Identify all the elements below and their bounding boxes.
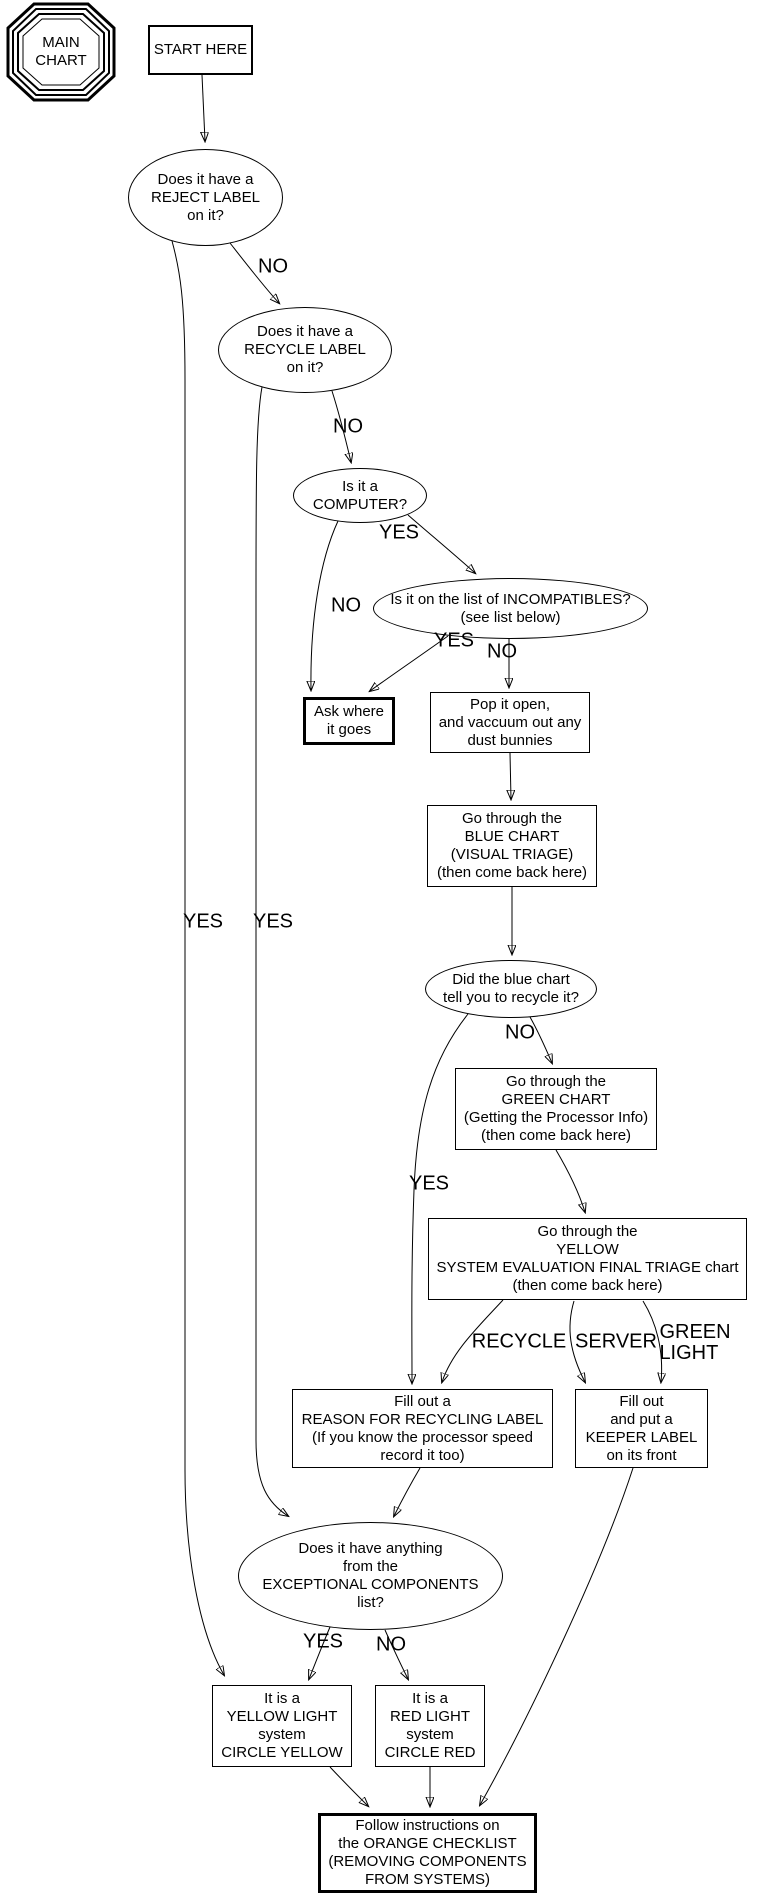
edge-label-blue-yes: YES [408, 1172, 450, 1195]
edge-recycle-yes-to-exceptional [255, 386, 288, 1516]
edge-reject-yes-to-yellow-light [171, 240, 224, 1675]
edge-label-reject-yes: YES [182, 910, 224, 933]
node-reason-for-recycling-label: Fill out a REASON FOR RECYCLING LABEL (I… [292, 1389, 553, 1468]
node-computer-question: Is it a COMPUTER? [293, 468, 427, 523]
node-blue-chart: Go through the BLUE CHART (VISUAL TRIAGE… [427, 805, 597, 887]
edge-yellow-recycle-to-reason [442, 1299, 504, 1382]
edge-label-computer-no: NO [331, 594, 361, 617]
node-blue-chart-question: Did the blue chart tell you to recycle i… [425, 960, 597, 1018]
edge-label-incompatibles-no: NO [487, 640, 517, 663]
edge-label-triage-recycle: RECYCLE [471, 1330, 567, 1353]
node-yellow-triage-chart: Go through the YELLOW SYSTEM EVALUATION … [428, 1218, 747, 1300]
edge-yellow-light-to-orange [329, 1766, 368, 1806]
edge-reject-no-to-recycle [229, 242, 279, 303]
node-pop-it-open: Pop it open, and vaccuum out any dust bu… [430, 692, 590, 753]
edge-label-blue-no: NO [505, 1021, 535, 1044]
edge-blue-no-to-green [529, 1016, 552, 1063]
edge-yellow-server-to-keeper [569, 1300, 585, 1382]
node-ask-where-it-goes: Ask where it goes [303, 697, 395, 745]
node-orange-checklist: Follow instructions on the ORANGE CHECKL… [318, 1813, 537, 1893]
edge-exceptional-no-to-red-light [384, 1629, 408, 1679]
node-green-chart: Go through the GREEN CHART (Getting the … [455, 1068, 657, 1150]
edge-pop-to-blue [510, 752, 511, 799]
edge-blue-yes-to-reason [412, 1013, 469, 1383]
edge-label-triage-server: SERVER [575, 1330, 657, 1353]
edge-keeper-to-orange [480, 1467, 634, 1805]
edge-exceptional-yes-to-yellow-light [309, 1626, 331, 1679]
edge-label-triage-green-light: GREEN LIGHT [659, 1321, 731, 1364]
edge-yellow-green-light-to-keeper [642, 1300, 662, 1382]
node-recycle-label-question: Does it have a RECYCLE LABEL on it? [218, 307, 392, 393]
edge-reason-to-exceptional [394, 1467, 421, 1516]
edge-label-exceptional-yes: YES [302, 1630, 344, 1653]
edge-label-recycle-no: NO [333, 415, 363, 438]
edge-label-incompatibles-yes: YES [433, 629, 475, 652]
edge-computer-no-to-ask [311, 520, 339, 690]
node-incompatibles-question: Is it on the list of INCOMPATIBLES? (see… [373, 578, 648, 639]
node-exceptional-components-question: Does it have anything from the EXCEPTION… [238, 1522, 503, 1630]
node-start-here: START HERE [148, 25, 253, 75]
octagon-shape-icon [6, 2, 116, 102]
edge-green-to-yellow [555, 1149, 585, 1212]
edge-label-reject-no: NO [258, 255, 288, 278]
edge-label-computer-yes: YES [378, 521, 420, 544]
main-chart-label: MAIN CHART [35, 34, 87, 69]
edge-label-exceptional-no: NO [376, 1633, 406, 1656]
node-main-chart: MAIN CHART [4, 2, 118, 102]
node-reject-label-question: Does it have a REJECT LABEL on it? [128, 149, 283, 246]
edge-incompatibles-yes-to-ask [370, 635, 449, 691]
edge-recycle-no-to-computer [331, 390, 351, 462]
edge-label-recycle-yes: YES [252, 910, 294, 933]
node-red-light-system: It is a RED LIGHT system CIRCLE RED [375, 1685, 485, 1767]
node-keeper-label: Fill out and put a KEEPER LABEL on its f… [575, 1389, 708, 1468]
edge-start-to-reject [202, 74, 205, 141]
edge-computer-yes-to-incompatibles [407, 514, 475, 573]
node-yellow-light-system: It is a YELLOW LIGHT system CIRCLE YELLO… [212, 1685, 352, 1767]
